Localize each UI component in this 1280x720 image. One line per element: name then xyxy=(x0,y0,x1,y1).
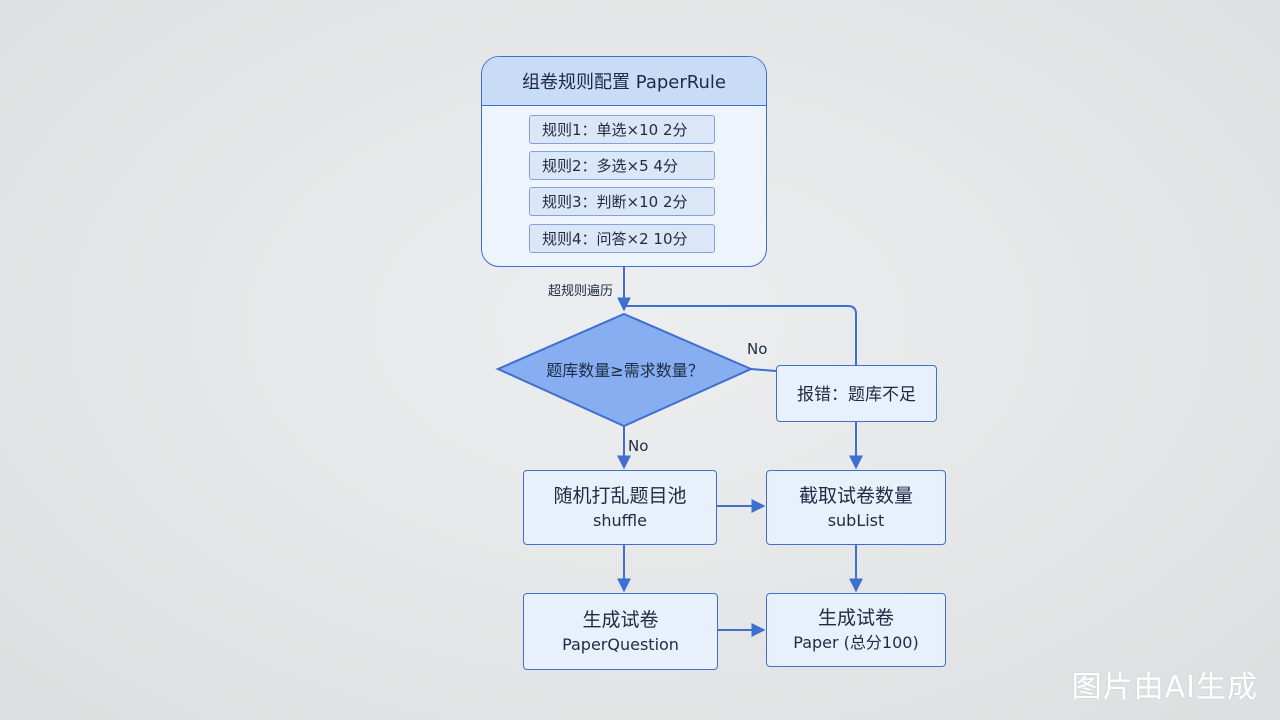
edge-decision-to-error xyxy=(750,368,777,372)
paper-subtitle: Paper (总分100) xyxy=(793,633,919,652)
paper-question-node: 生成试卷 PaperQuestion xyxy=(523,593,718,670)
rule-item: 规则3：判断×10 2分 xyxy=(529,187,715,216)
shuffle-node: 随机打乱题目池 shuffle xyxy=(523,470,717,545)
paper-node: 生成试卷 Paper (总分100) xyxy=(766,593,946,667)
rule-config-card: 组卷规则配置 PaperRule 规则1：单选×10 2分 规则2：多选×5 4… xyxy=(481,56,767,267)
ai-watermark: 图片由AI生成 xyxy=(1071,670,1258,705)
edge-loop-back xyxy=(624,305,857,365)
error-box: 报错：题库不足 xyxy=(776,365,937,422)
error-box-label: 报错：题库不足 xyxy=(797,384,916,405)
sublist-title: 截取试卷数量 xyxy=(798,484,913,507)
shuffle-title: 随机打乱题目池 xyxy=(553,484,687,507)
rule-item: 规则4：问答×2 10分 xyxy=(529,224,715,253)
no-down-label: No xyxy=(628,437,649,455)
shuffle-subtitle: shuffle xyxy=(593,510,647,530)
paper-title: 生成试卷 xyxy=(817,607,894,629)
rule-config-title: 组卷规则配置 PaperRule xyxy=(482,57,766,106)
paper-question-subtitle: PaperQuestion xyxy=(562,634,679,654)
loop-edge-label: 超规则遍历 xyxy=(548,284,614,299)
sublist-subtitle: subList xyxy=(827,510,885,530)
decision-label: 题库数量≥需求数量？ xyxy=(546,361,704,380)
sublist-node: 截取试卷数量 subList xyxy=(766,470,946,545)
no-right-label: No xyxy=(747,340,768,358)
rule-item: 规则2：多选×5 4分 xyxy=(529,151,715,180)
paper-question-title: 生成试卷 xyxy=(582,608,659,631)
rule-item: 规则1：单选×10 2分 xyxy=(529,115,715,144)
